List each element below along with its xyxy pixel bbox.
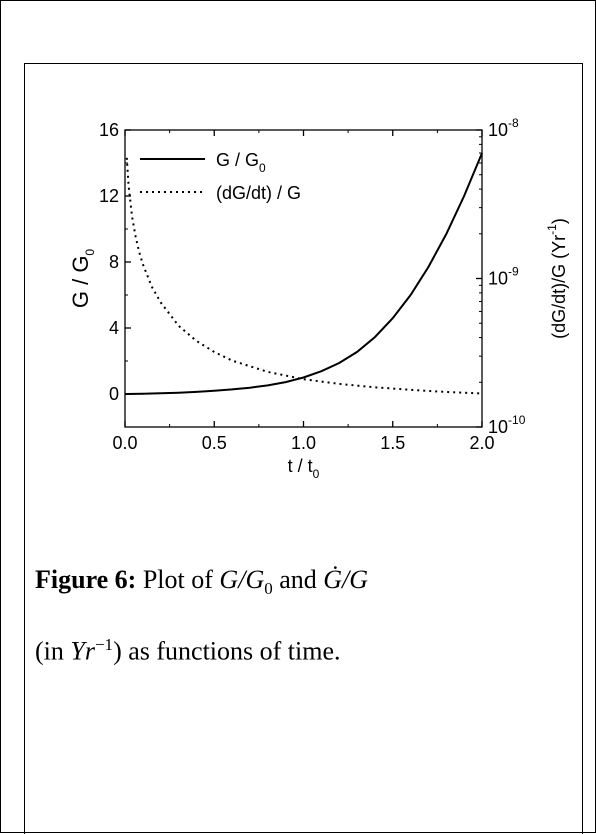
y2-tick-label: 10-10 xyxy=(488,413,526,437)
legend: G / G0 (dG/dt) / G xyxy=(140,150,301,203)
caption-label: Figure 6: xyxy=(35,565,137,594)
plot-frame xyxy=(124,129,483,428)
plot-area xyxy=(124,129,483,428)
x-tick-label: 1.5 xyxy=(380,433,405,453)
y2-axis-label: (dG/dt)/G (Yr-1) xyxy=(545,218,569,339)
x-tick-label: 1.0 xyxy=(291,433,316,453)
y-axis-label: G / G0 xyxy=(68,249,97,309)
y2-tick-label: 10-8 xyxy=(488,116,519,140)
x-tick-label: 0.5 xyxy=(202,433,227,453)
series-line-dgdt-over-g xyxy=(125,157,483,395)
y-tick-label: 4 xyxy=(109,318,119,338)
figure-frame xyxy=(24,63,583,834)
x-axis-label: t / t0 xyxy=(288,456,320,481)
y-tick-label: 8 xyxy=(109,252,119,272)
caption-line-1: Figure 6: Plot of G/G0 and Ġ/G xyxy=(35,565,369,599)
y2-tick-label: 10-9 xyxy=(488,265,519,289)
y-tick-label: 16 xyxy=(99,120,119,140)
x-tick-label: 2.0 xyxy=(469,433,494,453)
series-line-g-over-g0 xyxy=(124,152,483,395)
caption-text: Plot of xyxy=(136,565,220,594)
figure-caption: Figure 6: Plot of G/G0 and Ġ/G (in Yr−1)… xyxy=(35,552,565,680)
chart-axes: 0.0 0.5 1.0 1.5 2.0 0 4 8 12 16 10-10 10-9 10-8 t / t… xyxy=(68,116,569,481)
chart: 0.0 0.5 1.0 1.5 2.0 0 4 8 12 16 10-10 10-9 10-8 t / t… xyxy=(68,116,569,481)
legend-label-g-over-g0: G / G0 xyxy=(216,150,266,175)
x-tick-label: 0.0 xyxy=(112,433,137,453)
y-tick-label: 12 xyxy=(99,186,119,206)
y-tick-label: 0 xyxy=(109,384,119,404)
legend-label-dgdt-over-g: (dG/dt) / G xyxy=(216,183,301,203)
caption-line-2: (in Yr−1) as functions of time. xyxy=(35,635,341,666)
chart-marks xyxy=(124,152,483,395)
